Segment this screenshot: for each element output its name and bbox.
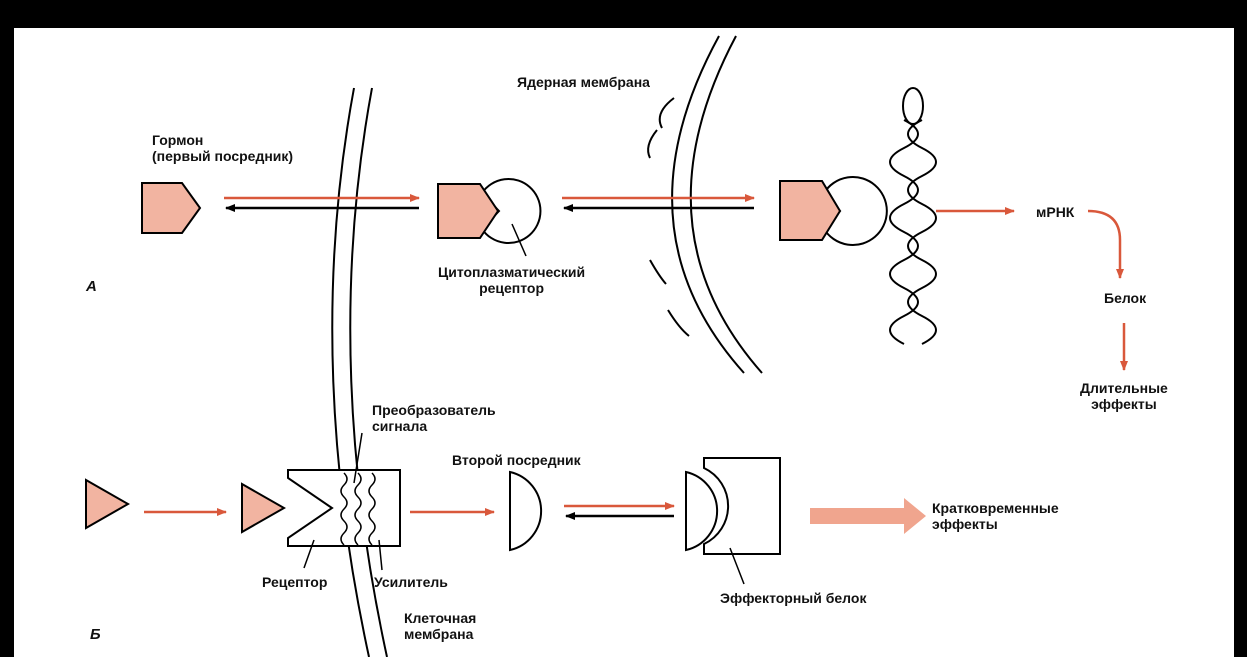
label-receptor: Рецептор xyxy=(262,574,327,590)
nuclear-membrane xyxy=(648,36,762,373)
label-signal-transducer: Преобразователь сигнала xyxy=(372,402,496,434)
diagram-canvas: Гормон (первый посредник) Ядерная мембра… xyxy=(14,28,1234,657)
label-effector-protein: Эффекторный белок xyxy=(720,590,866,606)
label-short-effects: Кратковременные эффекты xyxy=(932,500,1059,532)
label-amplifier: Усилитель xyxy=(374,574,448,590)
diagram-svg xyxy=(14,28,1234,657)
dna-helix xyxy=(890,88,936,344)
label-long-effects: Длительные эффекты xyxy=(1080,380,1168,412)
label-hormone: Гормон (первый посредник) xyxy=(152,132,293,164)
label-panel-a: A xyxy=(86,278,97,295)
label-nuclear-membrane: Ядерная мембрана xyxy=(517,74,650,90)
second-messenger-shape xyxy=(510,472,541,550)
arrow-short-effects xyxy=(810,498,926,534)
cell-membrane xyxy=(332,88,387,657)
label-cytoplasmic-receptor: Цитоплазматический рецептор xyxy=(438,264,585,296)
hormone-b-bound xyxy=(242,484,284,532)
arrow-mrna-to-protein xyxy=(1088,211,1120,278)
hormone-a-free xyxy=(142,183,200,233)
label-mrna: мРНК xyxy=(1036,204,1074,220)
label-protein: Белок xyxy=(1104,290,1146,306)
hormone-b-free xyxy=(86,480,128,528)
label-cell-membrane: Клеточная мембрана xyxy=(404,610,476,642)
label-second-messenger: Второй посредник xyxy=(452,452,581,468)
label-panel-b: Б xyxy=(90,626,101,643)
